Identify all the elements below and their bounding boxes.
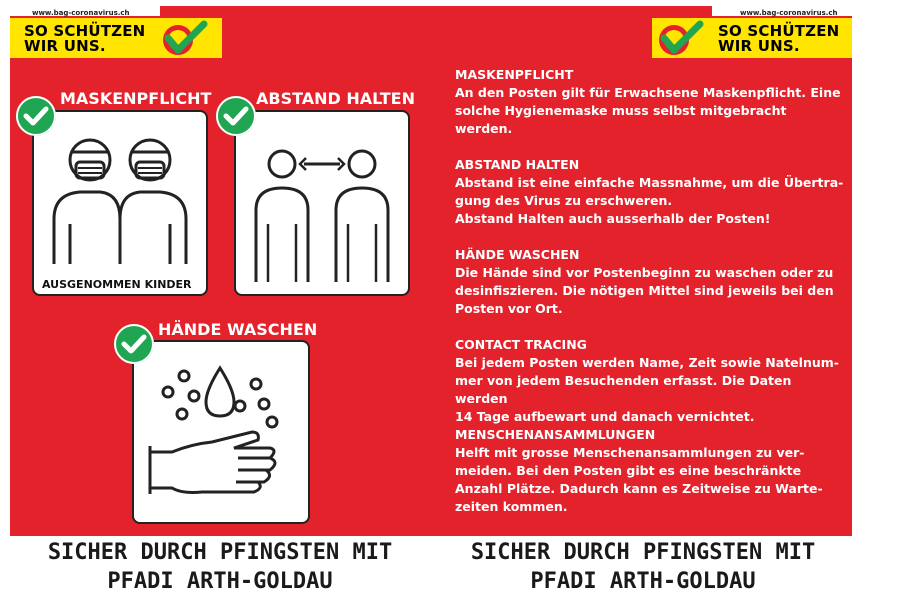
info-maskenpflicht: MASKENPFLICHT An den Posten gilt für Erw… bbox=[455, 66, 845, 138]
info-menschenansammlungen: MENSCHENANSAMMLUNGEN Helft mit grosse Me… bbox=[455, 426, 845, 516]
info-line: An den Posten gilt für Erwachsene Masken… bbox=[455, 85, 841, 100]
brand-line-2: WIR UNS. bbox=[24, 37, 106, 55]
info-line: Die Hände sind vor Postenbeginn zu wasch… bbox=[455, 265, 834, 280]
bag-url: www.bag-coronavirus.ch bbox=[32, 9, 130, 17]
info-contact-tracing: CONTACT TRACING Bei jedem Posten werden … bbox=[455, 336, 845, 426]
mask-tile: AUSGENOMMEN KINDER bbox=[32, 110, 208, 296]
info-line: Posten vor Ort. bbox=[455, 301, 563, 316]
distance-check-icon bbox=[216, 96, 256, 136]
brand-line-1-right: SO SCHÜTZEN bbox=[718, 22, 840, 40]
footer-line-2: PFADI ARTH-GOLDAU bbox=[107, 569, 333, 594]
info-line: Bei jedem Posten werden Name, Zeit sowie… bbox=[455, 355, 839, 370]
wash-tile-title: HÄNDE WASCHEN bbox=[158, 320, 318, 339]
brand-check-icon-right bbox=[659, 20, 704, 55]
mask-tile-title: MASKENPFLICHT bbox=[60, 89, 212, 108]
mask-check-icon bbox=[16, 96, 56, 136]
info-line: gung des Virus zu erschweren. bbox=[455, 193, 673, 208]
footer-line-2: PFADI ARTH-GOLDAU bbox=[530, 569, 756, 594]
right-poster-panel: www.bag-coronavirus.ch SO SCHÜTZEN WIR U… bbox=[430, 6, 852, 536]
info-line: werden. bbox=[455, 121, 513, 136]
info-line: Abstand ist eine einfache Massnahme, um … bbox=[455, 175, 844, 190]
footer-line-1: SICHER DURCH PFINGSTEN MIT bbox=[47, 540, 393, 565]
footer-right: SICHER DURCH PFINGSTEN MIT PFADI ARTH-GO… bbox=[428, 538, 858, 596]
info-abstand-halten: ABSTAND HALTEN Abstand ist eine einfache… bbox=[455, 156, 845, 228]
wash-check-icon bbox=[114, 324, 154, 364]
info-line: Helft mit grosse Menschenansammlungen zu… bbox=[455, 445, 805, 460]
brand-line-2-right: WIR UNS. bbox=[718, 37, 800, 55]
hand-washing-icon bbox=[148, 365, 279, 494]
bag-url-right: www.bag-coronavirus.ch bbox=[740, 9, 838, 17]
info-line: solche Hygienemaske muss selbst mitgebra… bbox=[455, 103, 787, 118]
info-line: meiden. Bei den Posten gibt es eine besc… bbox=[455, 463, 802, 478]
masked-people-icon bbox=[52, 138, 188, 264]
left-poster-panel: www.bag-coronavirus.ch SO SCHÜTZEN WIR U… bbox=[10, 6, 430, 536]
info-line: mer von jedem Besuchenden erfasst. Die D… bbox=[455, 373, 792, 406]
info-line: Anzahl Plätze. Dadurch kann es Zeitweise… bbox=[455, 481, 823, 496]
distance-tile bbox=[234, 110, 410, 296]
info-heading: HÄNDE WASCHEN bbox=[455, 247, 580, 262]
brand-line-1: SO SCHÜTZEN bbox=[24, 22, 146, 40]
wash-tile bbox=[132, 340, 310, 524]
url-strip-right bbox=[712, 6, 852, 16]
distance-tile-title: ABSTAND HALTEN bbox=[256, 89, 415, 108]
distance-people-icon bbox=[254, 149, 390, 282]
info-haende-waschen: HÄNDE WASCHEN Die Hände sind vor Postenb… bbox=[455, 246, 845, 318]
footer-left: SICHER DURCH PFINGSTEN MIT PFADI ARTH-GO… bbox=[5, 538, 435, 596]
info-line: 14 Tage aufbewart und danach vernichtet. bbox=[455, 409, 755, 424]
mask-tile-footer: AUSGENOMMEN KINDER bbox=[42, 278, 192, 291]
footer-line-1: SICHER DURCH PFINGSTEN MIT bbox=[470, 540, 816, 565]
info-heading: MASKENPFLICHT bbox=[455, 67, 574, 82]
brand-check-icon bbox=[163, 20, 208, 55]
info-line: desinfiszieren. Die nötigen Mittel sind … bbox=[455, 283, 834, 298]
info-heading: ABSTAND HALTEN bbox=[455, 157, 580, 172]
url-strip bbox=[10, 6, 160, 16]
info-heading: MENSCHENANSAMMLUNGEN bbox=[455, 427, 656, 442]
info-line: zeiten kommen. bbox=[455, 499, 568, 514]
info-heading: CONTACT TRACING bbox=[455, 337, 587, 352]
info-line: Abstand Halten auch ausserhalb der Poste… bbox=[455, 211, 771, 226]
